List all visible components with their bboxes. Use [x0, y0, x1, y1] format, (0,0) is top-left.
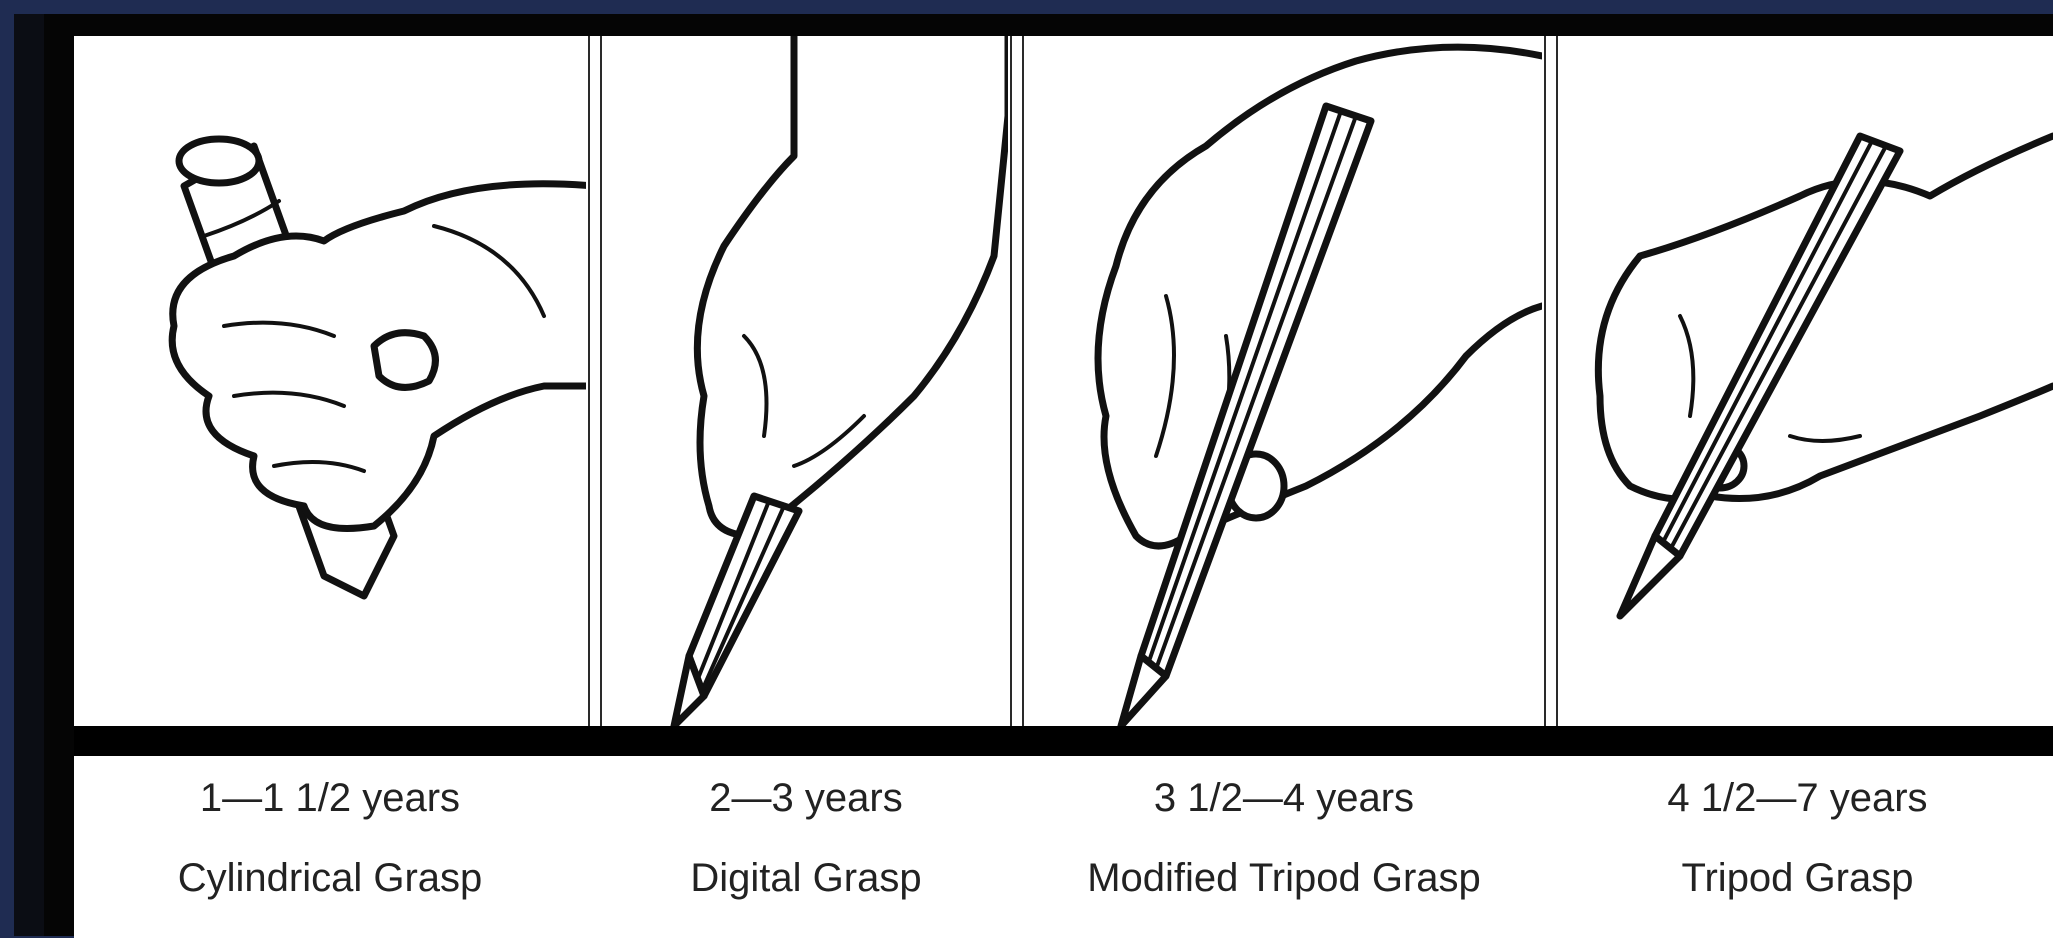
hand-pencil-tripod-icon [1560, 36, 2053, 726]
left-border [14, 14, 44, 936]
hand-pencil-modified-tripod-icon [1026, 36, 1542, 726]
grasp-type-label: Modified Tripod Grasp [1026, 856, 1542, 901]
caption-cylindrical: 1—1 1/2 years Cylindrical Grasp [74, 756, 586, 938]
hand-pencil-digital-icon [604, 36, 1008, 726]
caption-tripod: 4 1/2—7 years Tripod Grasp [1542, 756, 2053, 938]
age-range-label: 2—3 years [586, 776, 1026, 821]
tripod-grasp-illustration [1560, 36, 2053, 726]
hand-fist-crayon-icon [74, 36, 586, 726]
grasp-type-label: Digital Grasp [586, 856, 1026, 901]
age-range-label: 1—1 1/2 years [74, 776, 586, 821]
grasp-type-label: Cylindrical Grasp [74, 856, 586, 901]
caption-digital: 2—3 years Digital Grasp [586, 756, 1026, 938]
digital-grasp-illustration [604, 36, 1008, 726]
illustration-strip [74, 36, 2053, 726]
grasp-development-figure: 1—1 1/2 years Cylindrical Grasp 2—3 year… [44, 14, 2053, 936]
cylindrical-grasp-illustration [74, 36, 586, 726]
modified-tripod-grasp-illustration [1026, 36, 1542, 726]
grasp-type-label: Tripod Grasp [1542, 856, 2053, 901]
panel-divider [1542, 36, 1560, 726]
age-range-label: 3 1/2—4 years [1026, 776, 1542, 821]
panel-divider [586, 36, 604, 726]
panel-divider [1008, 36, 1026, 726]
caption-modified-tripod: 3 1/2—4 years Modified Tripod Grasp [1026, 756, 1542, 938]
age-range-label: 4 1/2—7 years [1542, 776, 2053, 821]
separator-bar [74, 726, 2053, 756]
caption-strip: 1—1 1/2 years Cylindrical Grasp 2—3 year… [74, 756, 2053, 938]
